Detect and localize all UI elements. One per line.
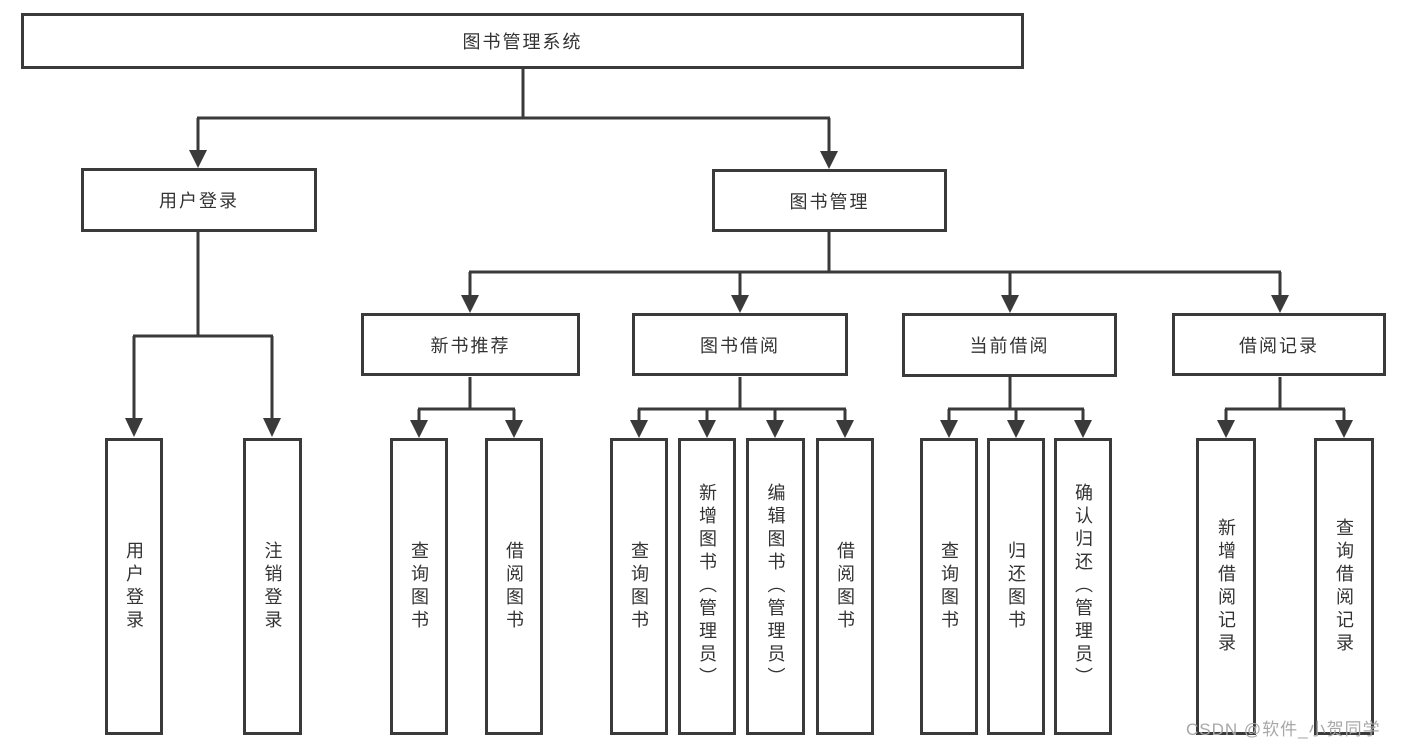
watermark: CSDN @软件_小贺同学 (1186, 720, 1381, 739)
leaf-label: 编辑图书（管理员） (765, 483, 786, 690)
leaf-label: 归还图书 (1006, 540, 1026, 633)
leaf-label: 新增图书（管理员） (697, 483, 717, 690)
leaf-borrow-query-book: 查询图书 (610, 438, 668, 735)
node-borrow-record: 借阅记录 (1172, 313, 1386, 376)
leaf-recommend-borrow-book: 借阅图书 (485, 438, 543, 735)
leaf-record-query: 查询借阅记录 (1314, 438, 1374, 735)
leaf-label: 新增借阅记录 (1216, 517, 1236, 656)
leaf-label: 查询图书 (629, 540, 649, 633)
leaf-current-confirm-return: 确认归还（管理员） (1054, 438, 1112, 735)
leaf-borrow-borrow-book: 借阅图书 (816, 438, 874, 735)
node-book-management: 图书管理 (712, 169, 947, 232)
leaf-user-login: 用户登录 (105, 438, 163, 735)
leaf-label: 查询图书 (939, 540, 959, 633)
node-current-borrow: 当前借阅 (902, 313, 1117, 377)
node-book-borrow: 图书借阅 (632, 313, 848, 376)
connector-arrowheads (125, 150, 1353, 438)
leaf-current-return-book: 归还图书 (987, 438, 1045, 735)
node-user-login: 用户登录 (81, 168, 317, 232)
leaf-label: 借阅图书 (504, 540, 524, 633)
connector-lines (132, 69, 1346, 420)
leaf-label: 注销登录 (262, 540, 283, 633)
leaf-record-add: 新增借阅记录 (1196, 438, 1256, 735)
leaf-label: 查询图书 (409, 540, 429, 633)
leaf-label: 确认归还（管理员） (1073, 483, 1093, 690)
leaf-current-query-book: 查询图书 (920, 438, 978, 735)
leaf-borrow-edit-book: 编辑图书（管理员） (746, 438, 805, 735)
leaf-label: 用户登录 (124, 540, 144, 633)
leaf-label: 借阅图书 (835, 540, 855, 633)
leaf-label: 查询借阅记录 (1334, 517, 1354, 656)
leaf-recommend-query-book: 查询图书 (390, 438, 448, 735)
leaf-logout: 注销登录 (243, 438, 302, 735)
node-root: 图书管理系统 (21, 13, 1024, 69)
leaf-borrow-add-book: 新增图书（管理员） (678, 438, 736, 735)
node-new-book-recommend: 新书推荐 (361, 313, 580, 376)
